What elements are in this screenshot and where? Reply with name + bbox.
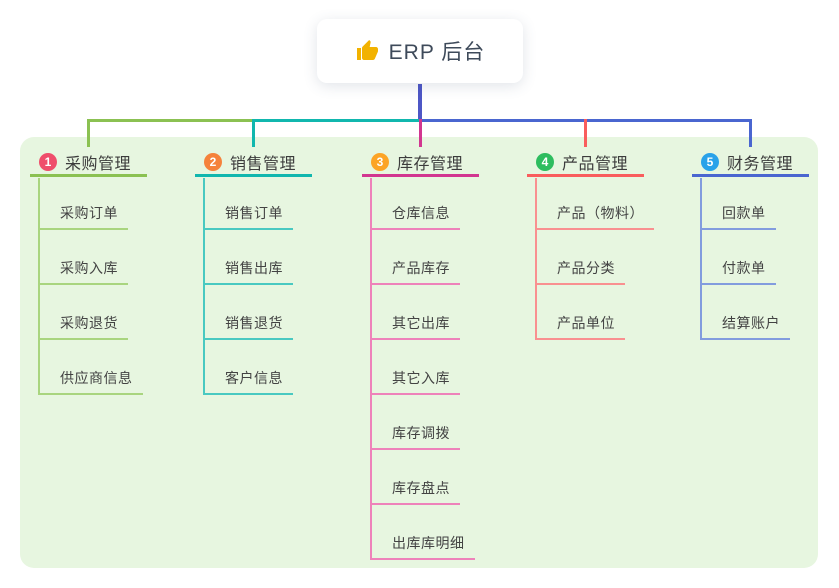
- child-node-label: 出库库明细: [370, 533, 475, 560]
- child-node[interactable]: 客户信息: [203, 368, 293, 395]
- child-node-label: 回款单: [700, 203, 776, 230]
- spread-line-segment: [87, 119, 255, 122]
- child-node-label: 采购订单: [38, 203, 128, 230]
- branch-node[interactable]: 4 产品管理: [527, 149, 644, 177]
- child-node[interactable]: 销售退货: [203, 313, 293, 340]
- child-node[interactable]: 付款单: [700, 258, 776, 285]
- child-node-label: 销售出库: [203, 258, 293, 285]
- child-node-label: 付款单: [700, 258, 776, 285]
- child-node[interactable]: 回款单: [700, 203, 776, 230]
- branch-label: 采购管理: [65, 155, 132, 173]
- children-rail-line: [203, 178, 205, 395]
- child-node-label: 产品分类: [535, 258, 625, 285]
- child-node-label: 产品（物料）: [535, 203, 654, 230]
- child-node-label: 客户信息: [203, 368, 293, 395]
- child-node-label: 采购入库: [38, 258, 128, 285]
- child-node[interactable]: 采购退货: [38, 313, 128, 340]
- branch-drop-line: [252, 119, 255, 147]
- branch-node[interactable]: 1 采购管理: [30, 149, 147, 177]
- child-node[interactable]: 结算账户: [700, 313, 790, 340]
- child-node-label: 销售订单: [203, 203, 293, 230]
- branch-drop-line: [584, 119, 587, 147]
- child-node[interactable]: 出库库明细: [370, 533, 475, 560]
- branch-label: 销售管理: [230, 155, 297, 173]
- root-node-label: ERP 后台: [388, 41, 486, 64]
- branch-number-badge: 2: [204, 152, 222, 171]
- branch-label: 财务管理: [727, 155, 794, 173]
- child-node[interactable]: 库存调拨: [370, 423, 460, 450]
- branch-drop-line: [419, 119, 422, 147]
- branch-node[interactable]: 3 库存管理: [362, 149, 479, 177]
- child-node-label: 库存调拨: [370, 423, 460, 450]
- child-node-label: 销售退货: [203, 313, 293, 340]
- child-node[interactable]: 销售出库: [203, 258, 293, 285]
- child-node[interactable]: 采购入库: [38, 258, 128, 285]
- branch-number-badge: 4: [536, 152, 554, 171]
- children-rail-line: [700, 178, 702, 340]
- branch-node[interactable]: 5 财务管理: [692, 149, 809, 177]
- branch-label: 库存管理: [397, 155, 464, 173]
- children-rail-line: [38, 178, 40, 395]
- child-node[interactable]: 产品单位: [535, 313, 625, 340]
- child-node-label: 产品库存: [370, 258, 460, 285]
- children-rail-line: [535, 178, 537, 340]
- child-node-label: 库存盘点: [370, 478, 460, 505]
- child-node[interactable]: 仓库信息: [370, 203, 460, 230]
- branch-number-badge: 1: [39, 152, 57, 171]
- branch-number-badge: 3: [371, 152, 389, 171]
- child-node-label: 产品单位: [535, 313, 625, 340]
- child-node[interactable]: 产品分类: [535, 258, 625, 285]
- child-node[interactable]: 采购订单: [38, 203, 128, 230]
- child-node[interactable]: 销售订单: [203, 203, 293, 230]
- child-node-label: 采购退货: [38, 313, 128, 340]
- child-node[interactable]: 产品（物料）: [535, 203, 654, 230]
- branch-drop-line: [87, 119, 90, 147]
- child-node[interactable]: 供应商信息: [38, 368, 143, 395]
- child-node-label: 仓库信息: [370, 203, 460, 230]
- thumbs-up-icon: [355, 39, 379, 63]
- child-node-label: 供应商信息: [38, 368, 143, 395]
- child-node-label: 其它入库: [370, 368, 460, 395]
- child-node[interactable]: 其它出库: [370, 313, 460, 340]
- branch-drop-line: [749, 119, 752, 147]
- branch-node[interactable]: 2 销售管理: [195, 149, 312, 177]
- branches-panel: [20, 137, 818, 568]
- child-node[interactable]: 其它入库: [370, 368, 460, 395]
- child-node[interactable]: 产品库存: [370, 258, 460, 285]
- child-node[interactable]: 库存盘点: [370, 478, 460, 505]
- branch-number-badge: 5: [701, 152, 719, 171]
- branch-label: 产品管理: [562, 155, 629, 173]
- spread-line-segment: [252, 119, 422, 122]
- child-node-label: 其它出库: [370, 313, 460, 340]
- children-rail-line: [370, 178, 372, 560]
- root-trunk-line: [418, 84, 422, 121]
- root-node[interactable]: ERP 后台: [317, 19, 523, 83]
- child-node-label: 结算账户: [700, 313, 790, 340]
